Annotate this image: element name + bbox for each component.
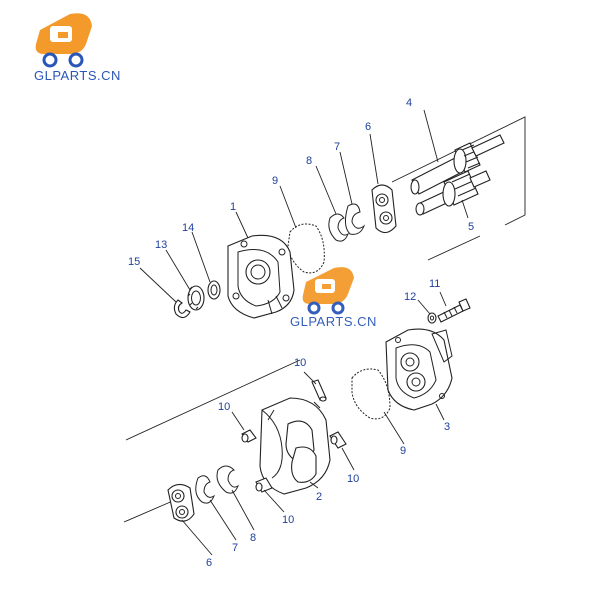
callout-7-lower: 7 — [232, 542, 238, 554]
callout-5: 5 — [468, 221, 474, 233]
callout-15: 15 — [128, 256, 140, 268]
callout-8-upper: 8 — [306, 155, 312, 167]
watermark-text-center: GLPARTS.CN — [290, 314, 377, 329]
part-5-driven-gear — [415, 170, 491, 216]
part-3-rear-body — [385, 328, 453, 411]
callout-9-upper: 9 — [272, 175, 278, 187]
brand-logo-top: GLPARTS.CN — [34, 13, 121, 83]
watermark-text-top: GLPARTS.CN — [34, 68, 121, 83]
part-1-cover — [227, 234, 295, 319]
part-7-seal-lower — [195, 475, 216, 504]
part-2-gear-case — [259, 397, 331, 495]
callout-14: 14 — [182, 222, 194, 234]
callout-12: 12 — [404, 291, 416, 303]
part-14-washer — [207, 280, 221, 300]
part-9-gasket-upper — [287, 223, 325, 274]
part-13-oil-seal — [187, 285, 205, 311]
part-11-bolt — [437, 298, 471, 323]
callout-2: 2 — [316, 491, 322, 503]
part-8-backup-ring-upper — [328, 213, 350, 242]
callout-10-bottom: 10 — [282, 514, 294, 526]
part-4-drive-shaft — [410, 134, 505, 195]
callout-3: 3 — [444, 421, 450, 433]
callout-6-upper: 6 — [365, 121, 371, 133]
callout-labels: 4 5 6 7 8 9 1 14 13 15 11 12 3 9 10 10 1… — [128, 97, 474, 569]
callout-7-upper: 7 — [334, 141, 340, 153]
part-6-bushing-plate-lower — [167, 483, 195, 522]
part-7-seal-upper — [344, 203, 366, 235]
part-15-snap-ring — [173, 299, 191, 319]
callout-13: 13 — [155, 239, 167, 251]
part-9-gasket-lower — [351, 368, 391, 420]
callout-leaders — [139, 109, 469, 556]
callout-1: 1 — [230, 201, 236, 213]
callout-10-right: 10 — [347, 473, 359, 485]
callout-10-top: 10 — [294, 357, 306, 369]
callout-8-lower: 8 — [250, 532, 256, 544]
callout-11: 11 — [429, 278, 440, 290]
part-8-backup-ring-lower — [216, 465, 240, 494]
part-6-bushing-plate-upper — [371, 184, 397, 234]
part-10-dowel-pin-c — [329, 431, 347, 449]
callout-9-lower: 9 — [400, 445, 406, 457]
callout-10-left: 10 — [218, 401, 230, 413]
part-10-dowel-pin-d — [255, 477, 273, 493]
callout-6-lower: 6 — [206, 557, 212, 569]
brand-logo-center: GLPARTS.CN — [290, 267, 377, 329]
part-12-washer — [427, 312, 437, 324]
part-10-dowel-pin-b — [241, 429, 257, 443]
part-10-dowel-pin-a — [311, 379, 327, 402]
callout-4: 4 — [406, 97, 412, 109]
